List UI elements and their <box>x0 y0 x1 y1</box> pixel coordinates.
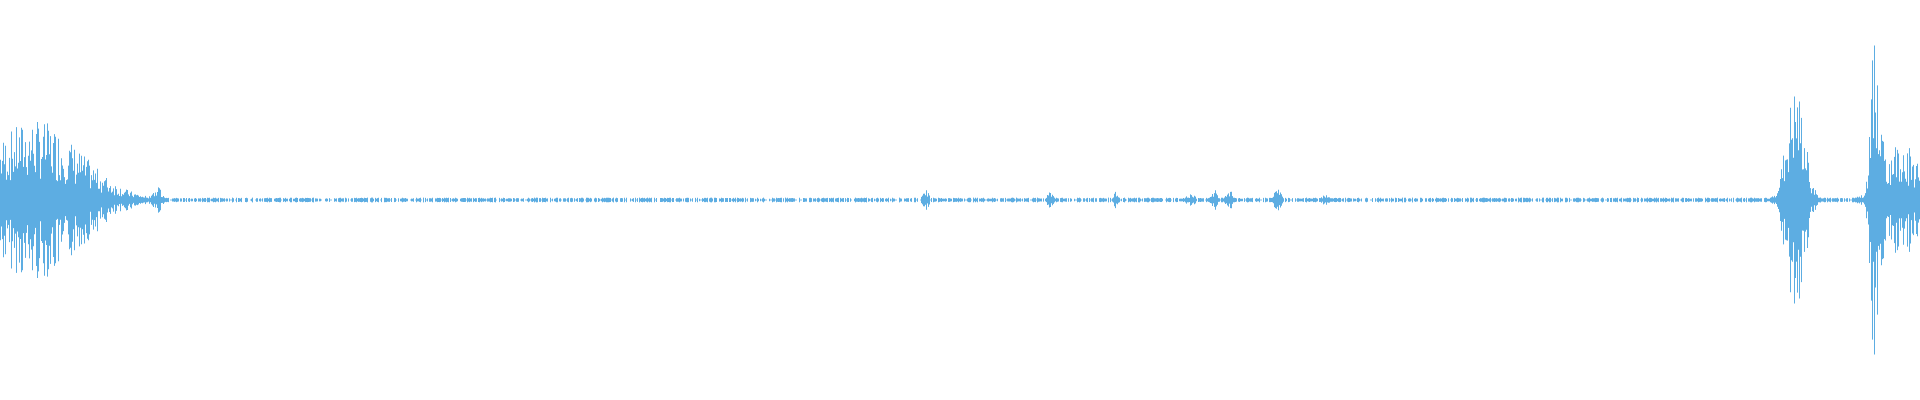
waveform-samples <box>0 45 1920 355</box>
